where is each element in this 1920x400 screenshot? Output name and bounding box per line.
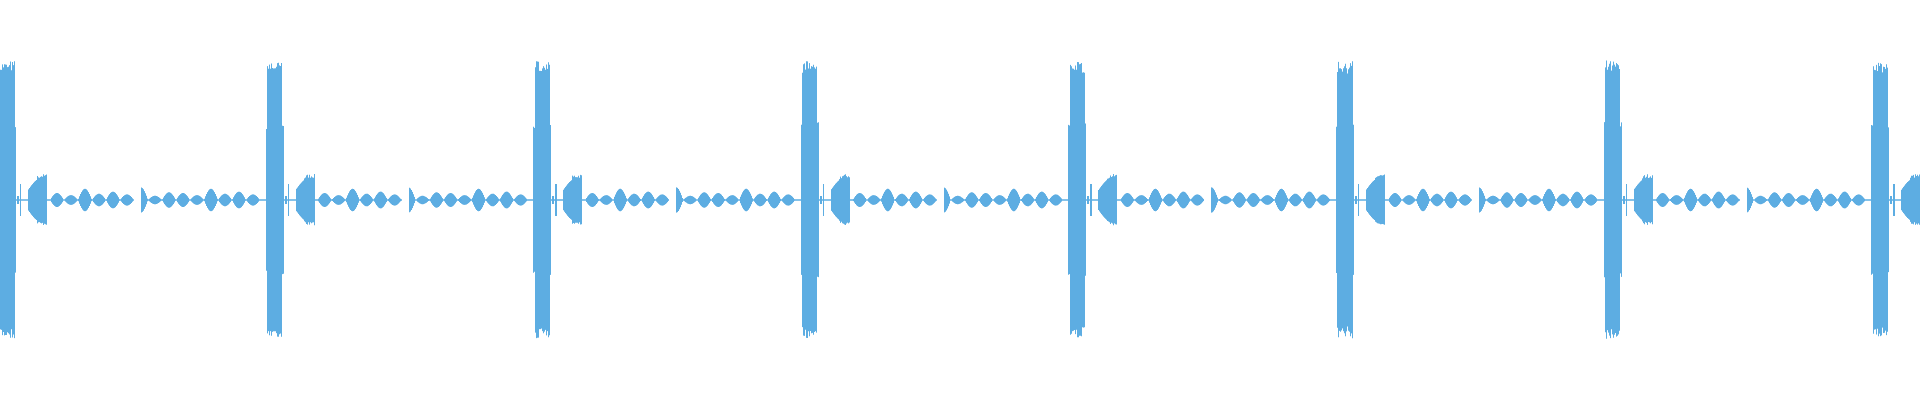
- waveform-burst-3: [533, 61, 801, 339]
- waveform-burst-2: [266, 62, 533, 337]
- waveform-burst-5: [1068, 62, 1336, 338]
- waveform-burst-4: [801, 61, 1068, 339]
- waveform-burst-7: [1604, 60, 1871, 339]
- waveform-burst-8: [1871, 62, 1920, 337]
- waveform-burst-6: [1336, 61, 1604, 339]
- waveform-burst-1: [0, 61, 266, 339]
